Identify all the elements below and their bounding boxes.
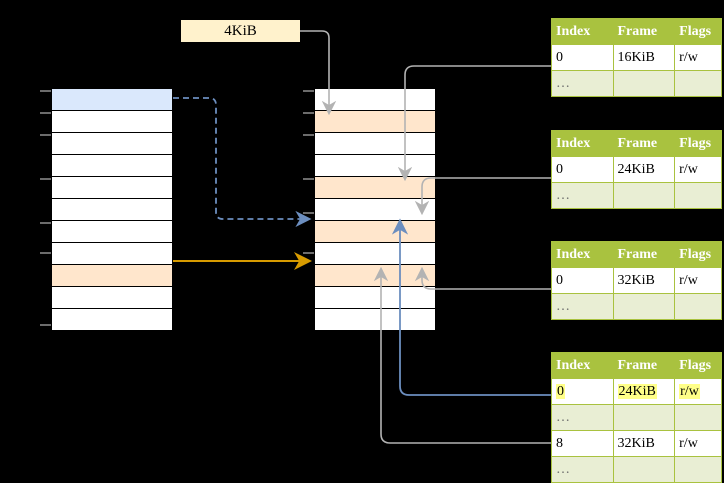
physical-frame-row	[314, 198, 436, 221]
highlighted-value: r/w	[679, 384, 700, 399]
virtual-page-row	[51, 110, 173, 133]
physical-frame-row	[314, 88, 436, 111]
column-header-flags: Flags	[674, 241, 722, 268]
virtual-page-row	[51, 198, 173, 221]
physical-frame-row	[314, 220, 436, 243]
table-cell	[674, 70, 722, 97]
table-cell: r/w	[674, 267, 722, 294]
table-cell: …	[551, 404, 614, 431]
physical-frame-row	[314, 308, 436, 331]
column-header-frame: Frame	[612, 130, 676, 157]
virtual-page-row	[51, 132, 173, 155]
table-row: 0 24KiB r/w	[551, 378, 722, 405]
virtual-page-row	[51, 308, 173, 331]
table-cell	[612, 182, 676, 209]
physical-frame-row	[314, 286, 436, 309]
virtual-page-row	[51, 176, 173, 199]
highlighted-value: 24KiB	[617, 384, 657, 399]
table-cell: 8	[551, 430, 614, 457]
physical-frame-row	[314, 132, 436, 155]
table-cell: r/w	[674, 44, 722, 71]
table-cell: 32KiB	[612, 430, 676, 457]
virtual-page-row	[51, 264, 173, 287]
table-cell	[674, 293, 722, 320]
physical-frame-row	[314, 110, 436, 133]
physical-frame-row	[314, 242, 436, 265]
table-cell	[674, 456, 722, 483]
table-row: …	[551, 70, 722, 97]
physical-frame-row	[314, 154, 436, 177]
table-cell: …	[551, 293, 614, 320]
table-cell: …	[551, 456, 614, 483]
table-cell	[612, 456, 676, 483]
physical-frame-row	[314, 264, 436, 287]
table-cell	[612, 70, 676, 97]
wire-table2-to-mid6	[414, 177, 551, 216]
table-row: …	[551, 293, 722, 320]
column-header-flags: Flags	[674, 18, 722, 45]
virtual-page-row	[51, 220, 173, 243]
table-cell: r/w	[674, 430, 722, 457]
column-header-index: Index	[551, 352, 614, 379]
table-cell	[674, 404, 722, 431]
table-cell: 0	[551, 44, 614, 71]
table-cell: 0	[551, 156, 614, 183]
highlighted-value: 0	[556, 384, 565, 399]
column-header-frame: Frame	[612, 18, 676, 45]
table-cell	[674, 182, 722, 209]
table-cell: 0	[551, 267, 614, 294]
column-header-index: Index	[551, 18, 614, 45]
table-cell: r/w	[674, 378, 722, 405]
wire-table3-to-mid8	[414, 266, 551, 290]
virtual-page-row	[51, 88, 173, 111]
size-label-4kib: 4KiB	[181, 20, 300, 42]
table-cell: …	[551, 182, 614, 209]
table-cell: 24KiB	[612, 156, 676, 183]
virtual-page-row	[51, 154, 173, 177]
table-cell: 24KiB	[612, 378, 676, 405]
table-cell: …	[551, 70, 614, 97]
column-header-index: Index	[551, 130, 614, 157]
table-cell	[612, 293, 676, 320]
table-cell: 0	[551, 378, 614, 405]
column-header-frame: Frame	[612, 352, 676, 379]
physical-frame-row	[314, 176, 436, 199]
table-row: …	[551, 456, 722, 483]
column-header-frame: Frame	[612, 241, 676, 268]
virtual-page-row	[51, 286, 173, 309]
column-header-index: Index	[551, 241, 614, 268]
column-header-flags: Flags	[674, 130, 722, 157]
table-cell	[612, 404, 676, 431]
table-row: …	[551, 404, 722, 431]
column-header-flags: Flags	[674, 352, 722, 379]
table-cell: 16KiB	[612, 44, 676, 71]
table-row: …	[551, 182, 722, 209]
table-cell: r/w	[674, 156, 722, 183]
table-cell: 32KiB	[612, 267, 676, 294]
wire-left0-to-mid6	[173, 97, 312, 228]
virtual-page-row	[51, 242, 173, 265]
